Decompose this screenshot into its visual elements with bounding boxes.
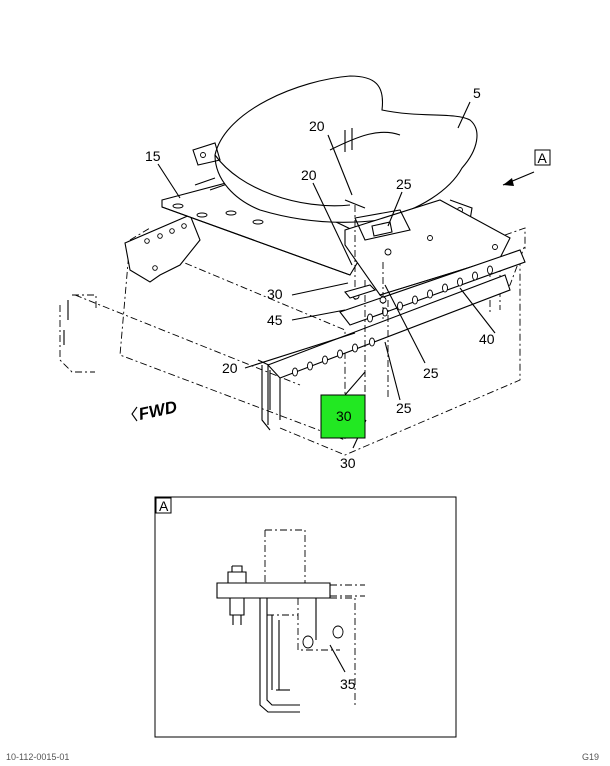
callout-15: 15 <box>145 148 161 164</box>
callout-5: 5 <box>473 85 481 101</box>
callout-25-low: 25 <box>396 400 412 416</box>
callout-30-upper: 30 <box>267 286 283 302</box>
fifth-wheel-top-plate <box>192 75 478 223</box>
slotted-channel-45 <box>267 249 526 425</box>
callout-20-low: 20 <box>222 360 238 376</box>
callout-35: 35 <box>340 676 356 692</box>
callout-25-top: 25 <box>396 176 412 192</box>
main-exploded-view: A FWD 5 15 20 20 25 30 45 40 20 25 30 25… <box>59 75 551 471</box>
callout-30-bottom: 30 <box>340 455 356 471</box>
callout-45: 45 <box>267 312 283 328</box>
frame-rail-left <box>59 227 346 441</box>
fastener-centerlines <box>344 205 389 400</box>
footer-left: 10-112-0015-01 <box>6 752 70 762</box>
highlight-box <box>320 394 366 439</box>
channel-slots <box>292 265 493 377</box>
detail-frame <box>154 496 457 738</box>
callout-20-top: 20 <box>309 118 325 134</box>
callout-labels: 5 15 20 20 25 30 45 40 20 25 30 25 30 <box>145 85 495 471</box>
view-reference-a: A <box>502 149 551 186</box>
leader-lines <box>157 101 496 449</box>
callout-40: 40 <box>479 331 495 347</box>
detail-label: A <box>159 498 169 514</box>
fwd-indicator: FWD <box>131 397 179 424</box>
callout-30-highlighted: 30 <box>336 408 352 424</box>
mounting-plate-15 <box>161 177 366 276</box>
fwd-label: FWD <box>137 397 179 424</box>
callout-20-mid: 20 <box>301 167 317 183</box>
footer-right: G19 <box>582 752 600 762</box>
left-bracket <box>124 214 201 283</box>
view-ref-label: A <box>538 150 548 166</box>
detail-view-a: A 35 <box>154 496 457 738</box>
callout-25-mid: 25 <box>423 365 439 381</box>
